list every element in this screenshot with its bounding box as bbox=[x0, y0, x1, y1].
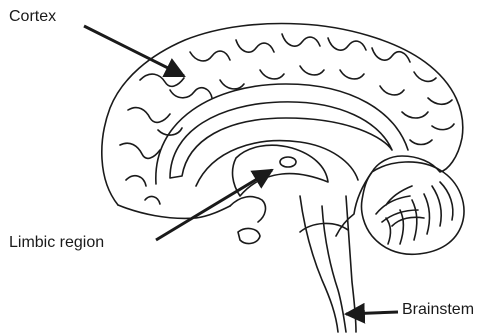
mammillary-body bbox=[280, 157, 296, 167]
limbic-region-label: Limbic region bbox=[9, 235, 104, 251]
pituitary bbox=[238, 229, 260, 244]
brainstem-left bbox=[300, 196, 338, 332]
brain-outline bbox=[102, 24, 463, 236]
cortex-arrow bbox=[84, 26, 184, 76]
cerebellum-outline bbox=[361, 162, 463, 254]
fornix bbox=[196, 141, 358, 186]
brainstem-arrow bbox=[346, 312, 398, 314]
hypothalamus bbox=[230, 197, 265, 222]
cortex-label: Cortex bbox=[9, 9, 56, 25]
cerebellum-folia bbox=[386, 182, 453, 244]
brainstem-label: Brainstem bbox=[402, 302, 474, 318]
thalamus bbox=[233, 145, 328, 196]
